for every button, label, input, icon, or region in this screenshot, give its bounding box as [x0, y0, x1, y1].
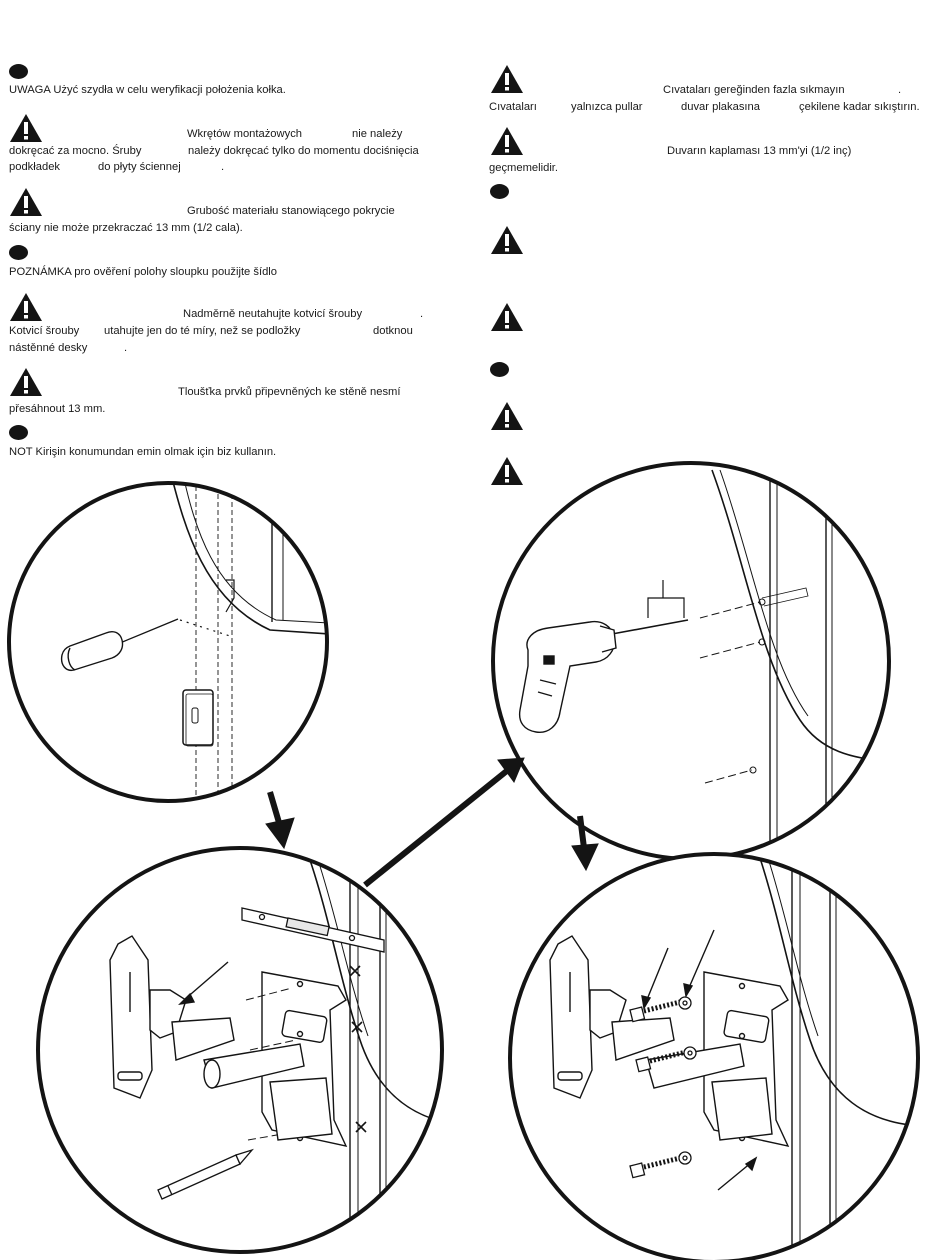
tr-warning-1-line2d: çekilene kadar sıkıştırın. — [799, 101, 920, 113]
note-dot-icon — [490, 362, 509, 377]
pl-warning-1-line3b: do płyty ściennej — [98, 161, 181, 173]
note-dot-icon — [490, 184, 509, 199]
step-locate-stud-circle — [7, 481, 329, 803]
warning-triangle-icon — [10, 114, 42, 142]
step-drill-holes-circle — [491, 461, 891, 861]
tr-warning-1-line1: Cıvataları gereğinden fazla sıkmayın — [663, 84, 845, 96]
mark-x-icons — [349, 965, 367, 1133]
drill-icon — [518, 619, 689, 733]
pl-warning-1-line1b: nie należy — [352, 128, 403, 140]
flow-arrow-icon — [265, 757, 599, 888]
tr-warning-1-line2b: yalnızca pullar — [571, 101, 643, 113]
step-level-mark-circle — [36, 846, 444, 1254]
pl-warning-1-line3c: . — [221, 161, 225, 173]
cz-warning-1-line2a: Kotvicí šrouby — [9, 325, 80, 337]
pl-warning-2-line2: ściany nie może przekraczać 13 mm (1/2 c… — [9, 222, 243, 234]
cz-warning-1-line1: Nadměrně neutahujte kotvicí šrouby — [183, 308, 363, 320]
cz-warning-2: Tloušťka prvků připevněných ke stěně nes… — [9, 384, 469, 418]
note-dot-icon — [9, 64, 28, 79]
tr-warning-1-line1b: . — [898, 84, 902, 96]
tr-note-text: NOT Kirişin konumundan emin olmak için b… — [9, 446, 277, 458]
mounting-arm-icon — [549, 935, 773, 1141]
note-dot-icon — [9, 245, 28, 260]
tr-warning-1-line2a: Cıvataları — [489, 101, 537, 113]
arrow-icon — [178, 961, 229, 1005]
warning-triangle-icon — [491, 457, 523, 485]
cz-warning-1-line1b: . — [420, 308, 424, 320]
warning-triangle-icon — [491, 127, 523, 155]
warning-triangle-icon — [491, 303, 523, 331]
cz-warning-1-line3a: nástěnné desky — [9, 342, 88, 354]
warning-triangle-icon — [10, 293, 42, 321]
washer-icon — [678, 996, 697, 1165]
pencil-icon — [157, 1148, 254, 1200]
level-icon — [241, 907, 385, 953]
pl-warning-2-line1: Grubość materiału stanowiącego pokrycie — [187, 205, 395, 217]
cz-warning-2-line1: Tloušťka prvků připevněných ke stěně nes… — [178, 386, 401, 398]
pl-note-text: UWAGA Użyć szydła w celu weryfikacji poł… — [9, 84, 286, 96]
tr-warning-2-line2: geçmemelidir. — [489, 162, 559, 174]
awl-icon — [60, 618, 179, 672]
pl-warning-1-line2b: należy dokręcać tylko do momentu dociśni… — [188, 145, 419, 157]
warning-triangle-icon — [10, 368, 42, 396]
pl-warning-1: Wkrętów montażowych nie należy dokręcać … — [9, 126, 469, 176]
warning-triangle-icon — [491, 402, 523, 430]
cz-warning-2-line2: přesáhnout 13 mm. — [9, 403, 106, 415]
cz-warning-1: Nadměrně neutahujte kotvicí šrouby . Kot… — [9, 306, 469, 356]
cz-warning-1-line2c: dotknou — [373, 325, 413, 337]
pl-warning-1-line2a: dokręcać za mocno. Śruby — [9, 145, 142, 157]
pl-warning-2: Grubość materiału stanowiącego pokrycie … — [9, 203, 469, 237]
tr-warning-2-line1: Duvarın kaplaması 13 mm'yi (1/2 inç) — [667, 145, 852, 157]
tr-warning-1-line2c: duvar plakasına — [681, 101, 760, 113]
cz-warning-1-line3b: . — [124, 342, 128, 354]
pl-warning-1-line3a: podkładek — [9, 161, 61, 173]
pl-warning-1-line1: Wkrętów montażowych — [187, 128, 303, 140]
mounting-arm-icon — [109, 935, 333, 1141]
cz-note-text: POZNÁMKA pro ověření polohy sloupku použ… — [9, 266, 278, 278]
arrow-icon — [641, 929, 758, 1191]
wall-plate-icon — [182, 689, 214, 747]
note-dot-icon — [9, 425, 28, 440]
step-attach-bolts-circle — [508, 852, 920, 1260]
warning-triangle-icon — [491, 65, 523, 93]
warning-triangle-icon — [10, 188, 42, 216]
cz-warning-1-line2b: utahujte jen do té míry, než se podložky — [104, 325, 301, 337]
tr-warning-1: Cıvataları gereğinden fazla sıkmayın . C… — [489, 82, 944, 116]
warning-triangle-icon — [491, 226, 523, 254]
lag-bolt-icon — [629, 999, 687, 1179]
tr-warning-2: Duvarın kaplaması 13 mm'yi (1/2 inç) geç… — [489, 143, 944, 177]
